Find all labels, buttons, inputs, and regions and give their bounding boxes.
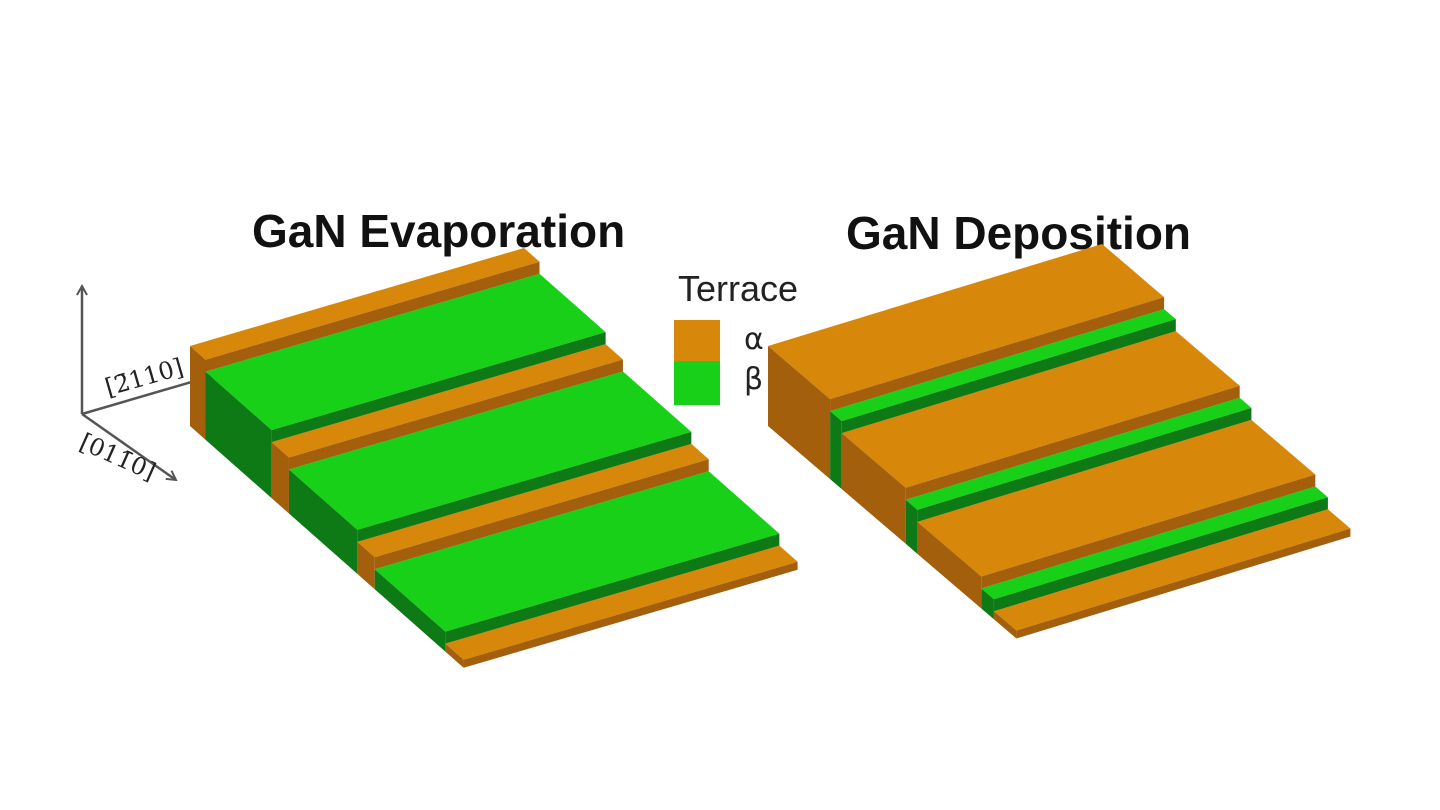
beta-swatch bbox=[674, 361, 720, 405]
deposition-step-riser-1 bbox=[841, 319, 1176, 434]
evaporation-terrace-top-3 bbox=[288, 371, 692, 530]
deposition-side-face-4 bbox=[917, 521, 982, 609]
deposition-step-riser-5 bbox=[993, 497, 1328, 612]
deposition-side-face-5 bbox=[981, 588, 994, 620]
deposition-side-face-6 bbox=[993, 611, 1017, 639]
evaporation-step-riser-5 bbox=[445, 533, 780, 644]
alpha-label: α bbox=[744, 322, 764, 357]
deposition-front-face bbox=[1016, 528, 1351, 639]
evaporation-side-face-5 bbox=[374, 569, 446, 652]
evaporation-step-riser-3 bbox=[357, 431, 692, 542]
deposition-terrace-stack bbox=[768, 244, 1351, 639]
evaporation-side-face-2 bbox=[271, 442, 289, 514]
deposition-step-riser-3 bbox=[917, 407, 1252, 522]
terrace-legend: Terrace α β bbox=[672, 268, 842, 418]
evaporation-terrace-top-6 bbox=[445, 545, 798, 660]
evaporation-step-riser-0 bbox=[205, 261, 540, 372]
evaporation-side-face-0 bbox=[190, 346, 206, 440]
deposition-title: GaN Deposition bbox=[846, 207, 1192, 259]
deposition-side-face-0 bbox=[768, 346, 831, 480]
evaporation-terrace-top-2 bbox=[271, 344, 623, 458]
legend-title: Terrace bbox=[678, 268, 799, 309]
deposition-step-riser-4 bbox=[981, 474, 1316, 589]
deposition-terrace-top-6 bbox=[993, 509, 1351, 631]
deposition-step-riser-0 bbox=[830, 297, 1165, 412]
deposition-side-face-3 bbox=[905, 499, 918, 554]
evaporation-step-riser-2 bbox=[288, 359, 623, 470]
deposition-terrace-top-0 bbox=[768, 244, 1165, 400]
evaporation-side-face-1 bbox=[205, 371, 272, 499]
evaporation-step-riser-4 bbox=[374, 459, 709, 570]
evaporation-side-face-6 bbox=[445, 643, 464, 668]
deposition-terrace-top-1 bbox=[830, 309, 1176, 422]
evaporation-terrace-top-5 bbox=[374, 471, 780, 632]
lower-direction-label: [011̄0] bbox=[76, 428, 160, 486]
deposition-step-riser-2 bbox=[905, 385, 1240, 500]
evaporation-side-face-3 bbox=[288, 469, 358, 574]
evaporation-terrace-stack bbox=[190, 248, 798, 668]
evaporation-side-face-4 bbox=[357, 541, 375, 590]
evaporation-front-face bbox=[463, 561, 798, 668]
evaporation-title: GaN Evaporation bbox=[252, 205, 626, 257]
upper-direction-label: [2̄110] bbox=[102, 353, 186, 402]
evaporation-terrace-top-1 bbox=[205, 273, 606, 431]
deposition-side-face-1 bbox=[830, 411, 842, 490]
deposition-side-face-2 bbox=[841, 433, 906, 544]
deposition-terrace-top-3 bbox=[905, 397, 1252, 510]
evaporation-terrace-top-4 bbox=[357, 443, 709, 558]
deposition-terrace-top-5 bbox=[981, 486, 1328, 600]
deposition-terrace-top-2 bbox=[841, 331, 1240, 488]
beta-label: β bbox=[744, 362, 764, 397]
lower-direction-arrow bbox=[81, 412, 176, 480]
alpha-swatch bbox=[674, 320, 720, 364]
evaporation-step-riser-1 bbox=[271, 332, 606, 443]
evaporation-terrace-top-0 bbox=[190, 248, 540, 360]
deposition-terrace-top-4 bbox=[917, 419, 1316, 577]
